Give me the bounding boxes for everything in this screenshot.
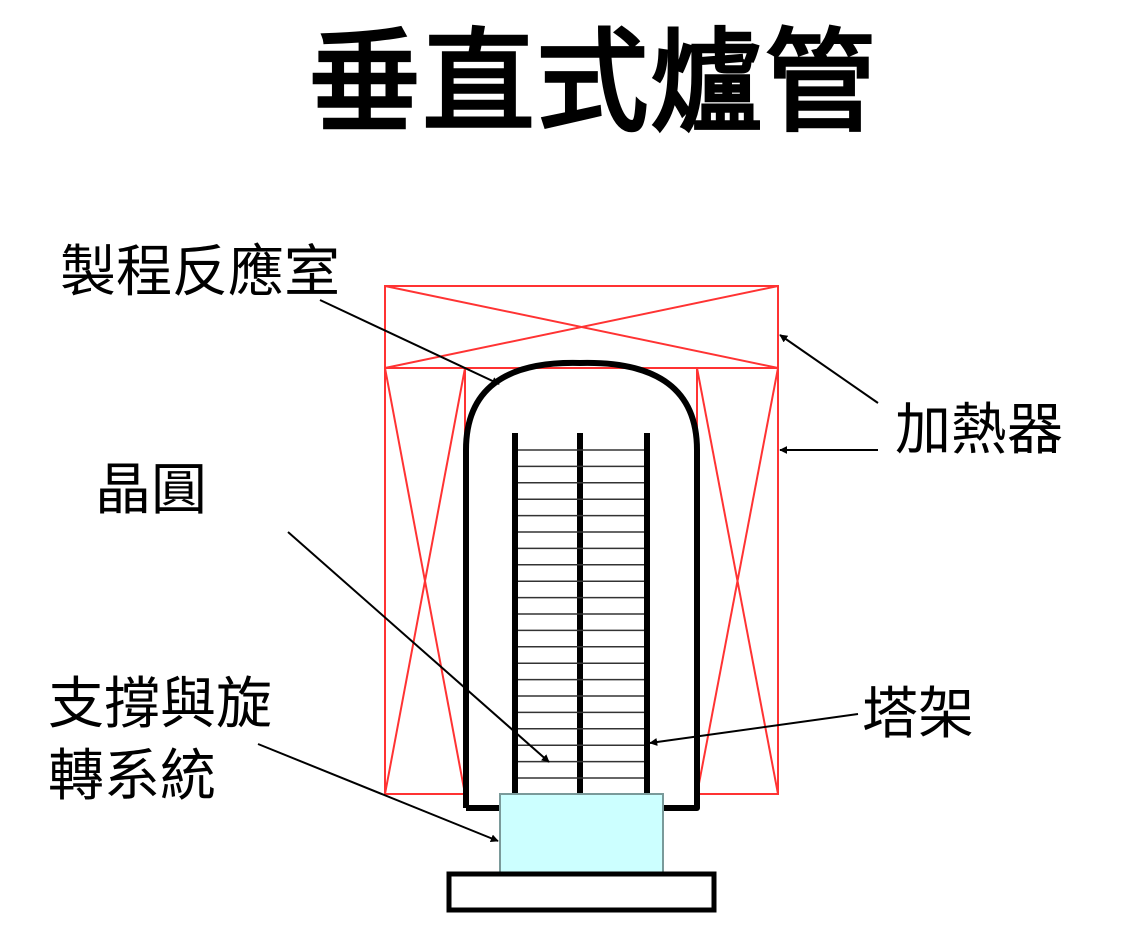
process-chamber-tube: [463, 359, 700, 811]
diagram-title: 垂直式爐管: [308, 18, 879, 148]
label-support-line1: 支撐與旋: [48, 672, 272, 737]
arrow-process-chamber: [319, 299, 500, 385]
arrow-boat: [649, 713, 859, 746]
wafer-stack: [518, 449, 644, 779]
arrow-support: [257, 743, 499, 843]
heater-right: [696, 367, 779, 795]
support-base-plate: [446, 871, 717, 913]
arrow-heater-top: [779, 334, 879, 404]
support-rotation-block: [499, 793, 664, 875]
heater-top: [384, 285, 779, 369]
label-support-line2: 轉系統: [48, 744, 216, 809]
label-process-chamber: 製程反應室: [60, 240, 340, 305]
label-heater: 加熱器: [895, 398, 1063, 463]
arrow-wafer: [287, 531, 550, 763]
heater-left: [384, 367, 466, 795]
label-wafer: 晶圓: [95, 458, 207, 523]
label-boat: 塔架: [862, 682, 974, 747]
